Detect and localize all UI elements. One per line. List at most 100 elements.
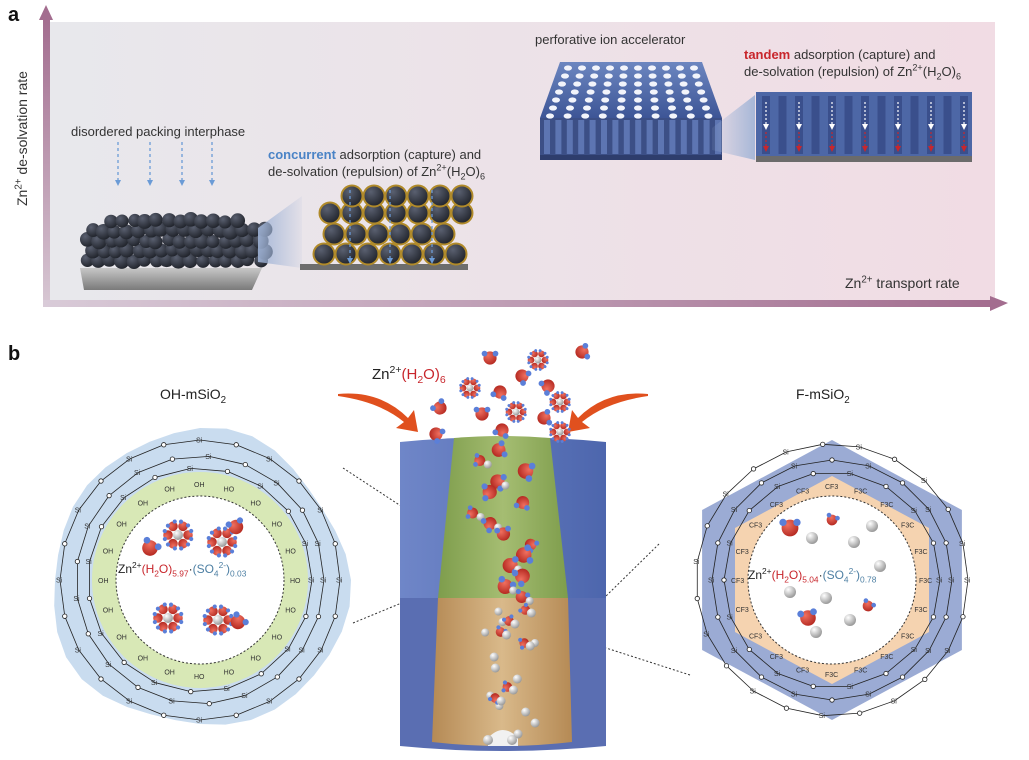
trifluoromethyl-group: F3C: [901, 633, 914, 640]
packed-particle: [172, 234, 187, 249]
si-o-bond: [199, 714, 237, 721]
hydrogen-atom: [565, 423, 569, 427]
o-atom: [829, 697, 835, 703]
o-atom: [274, 674, 280, 680]
si-o-bond: [87, 633, 110, 665]
water-molecule: [227, 535, 238, 549]
packed-particle: [148, 212, 163, 227]
si-o-bond: [59, 579, 66, 617]
water-molecule: [481, 483, 497, 502]
si-o-bond: [302, 509, 319, 544]
si-atom: Si: [205, 454, 212, 461]
coated-particle: [356, 242, 380, 266]
o-atom: [233, 442, 239, 448]
water-molecule: [206, 535, 217, 549]
si-atom: Si: [791, 463, 798, 470]
si-atom: Si: [320, 578, 327, 585]
si-o-bond: [260, 648, 289, 675]
hydrogen-atom: [516, 401, 520, 405]
hydrogen-atom: [165, 523, 171, 528]
hydrogen-atom: [233, 611, 240, 618]
hydrogen-atom: [513, 502, 520, 509]
oxygen-atom: [230, 614, 246, 630]
oxygen-atom: [541, 379, 555, 393]
hydrogen-atom: [527, 361, 531, 365]
si-atom: Si: [302, 541, 309, 548]
si-o-bond: [305, 543, 313, 581]
hydrogen-atom: [459, 389, 463, 393]
pore-hole: [552, 97, 560, 103]
oxygen-atom: [433, 401, 447, 415]
si-atom: Si: [126, 699, 133, 706]
water-molecule: [560, 434, 569, 443]
o-atom: [135, 684, 141, 690]
hydrogen-atom: [466, 395, 470, 399]
coated-particle: [400, 242, 424, 266]
water-molecule: [230, 611, 249, 630]
trifluoromethyl-group: CF3: [825, 484, 838, 491]
hydrogen-atom: [206, 543, 211, 549]
pore-hole: [555, 89, 563, 95]
hydrogen-atom: [551, 424, 555, 427]
hydrogen-atom: [524, 544, 532, 552]
arrow-head: [387, 258, 393, 264]
pore-hole: [604, 73, 613, 79]
water-molecule: [473, 383, 481, 393]
si-o-bond: [947, 616, 964, 651]
panel-a-graphic: [39, 5, 1008, 311]
packed-particle: [95, 223, 112, 240]
packed-particle: [218, 215, 232, 229]
hydroxyl-group: OH: [116, 634, 127, 641]
pore-hole: [651, 113, 660, 119]
si-atom: Si: [944, 648, 951, 655]
tandem-channels: [756, 92, 972, 162]
pore-hole: [600, 105, 608, 111]
si-o-bond: [753, 451, 787, 470]
water-molecule: [430, 398, 447, 415]
water-molecule: [465, 505, 479, 519]
arrow-head: [796, 146, 802, 152]
trifluoromethyl-group: F3C: [914, 549, 927, 556]
hydrogen-atom: [487, 696, 493, 702]
solvated-zn-cluster: [202, 604, 234, 636]
si-o-bond: [277, 482, 303, 511]
o-atom: [746, 507, 752, 514]
hydrogen-atom: [461, 380, 465, 383]
oxygen-atom: [463, 390, 470, 398]
water-molecule: [209, 526, 222, 539]
water-molecule: [575, 342, 591, 360]
o-atom: [296, 478, 302, 484]
water-molecule: [862, 598, 877, 612]
si-o-bond: [696, 525, 708, 562]
oxygen-atom: [531, 350, 538, 358]
packed-particle: [108, 245, 122, 259]
water-molecule: [222, 545, 235, 558]
hydrogen-atom: [582, 342, 589, 349]
si-atom: Si: [703, 632, 710, 639]
hydroxyl-group: HO: [272, 522, 283, 529]
hydrogen-atom: [480, 518, 487, 524]
si-o-bond: [749, 486, 779, 511]
zn-ion: [481, 628, 490, 637]
si-o-bond: [100, 678, 131, 702]
si-atom: Si: [134, 470, 141, 477]
si-o-bond: [962, 579, 969, 617]
pore-hole: [699, 97, 708, 103]
si-atom: Si: [223, 686, 230, 693]
hydrogen-atom: [527, 355, 531, 359]
hydrogen-atom: [543, 351, 547, 355]
trifluoromethyl-group: CF3: [736, 607, 749, 614]
trifluoromethyl-group: CF3: [770, 654, 783, 661]
arrow-head: [862, 124, 868, 130]
pore-hole: [651, 105, 659, 111]
oxygen-atom: [218, 606, 228, 617]
si-atom: Si: [959, 541, 966, 548]
packed-particle: [182, 253, 198, 269]
water-molecule: [551, 404, 560, 413]
si-o-bond: [298, 649, 322, 680]
si-atom: Si: [727, 614, 734, 621]
packed-particle: [196, 254, 210, 268]
oxygen-atom: [515, 568, 530, 584]
water-molecule: [178, 538, 191, 551]
si-atom: Si: [126, 456, 133, 463]
